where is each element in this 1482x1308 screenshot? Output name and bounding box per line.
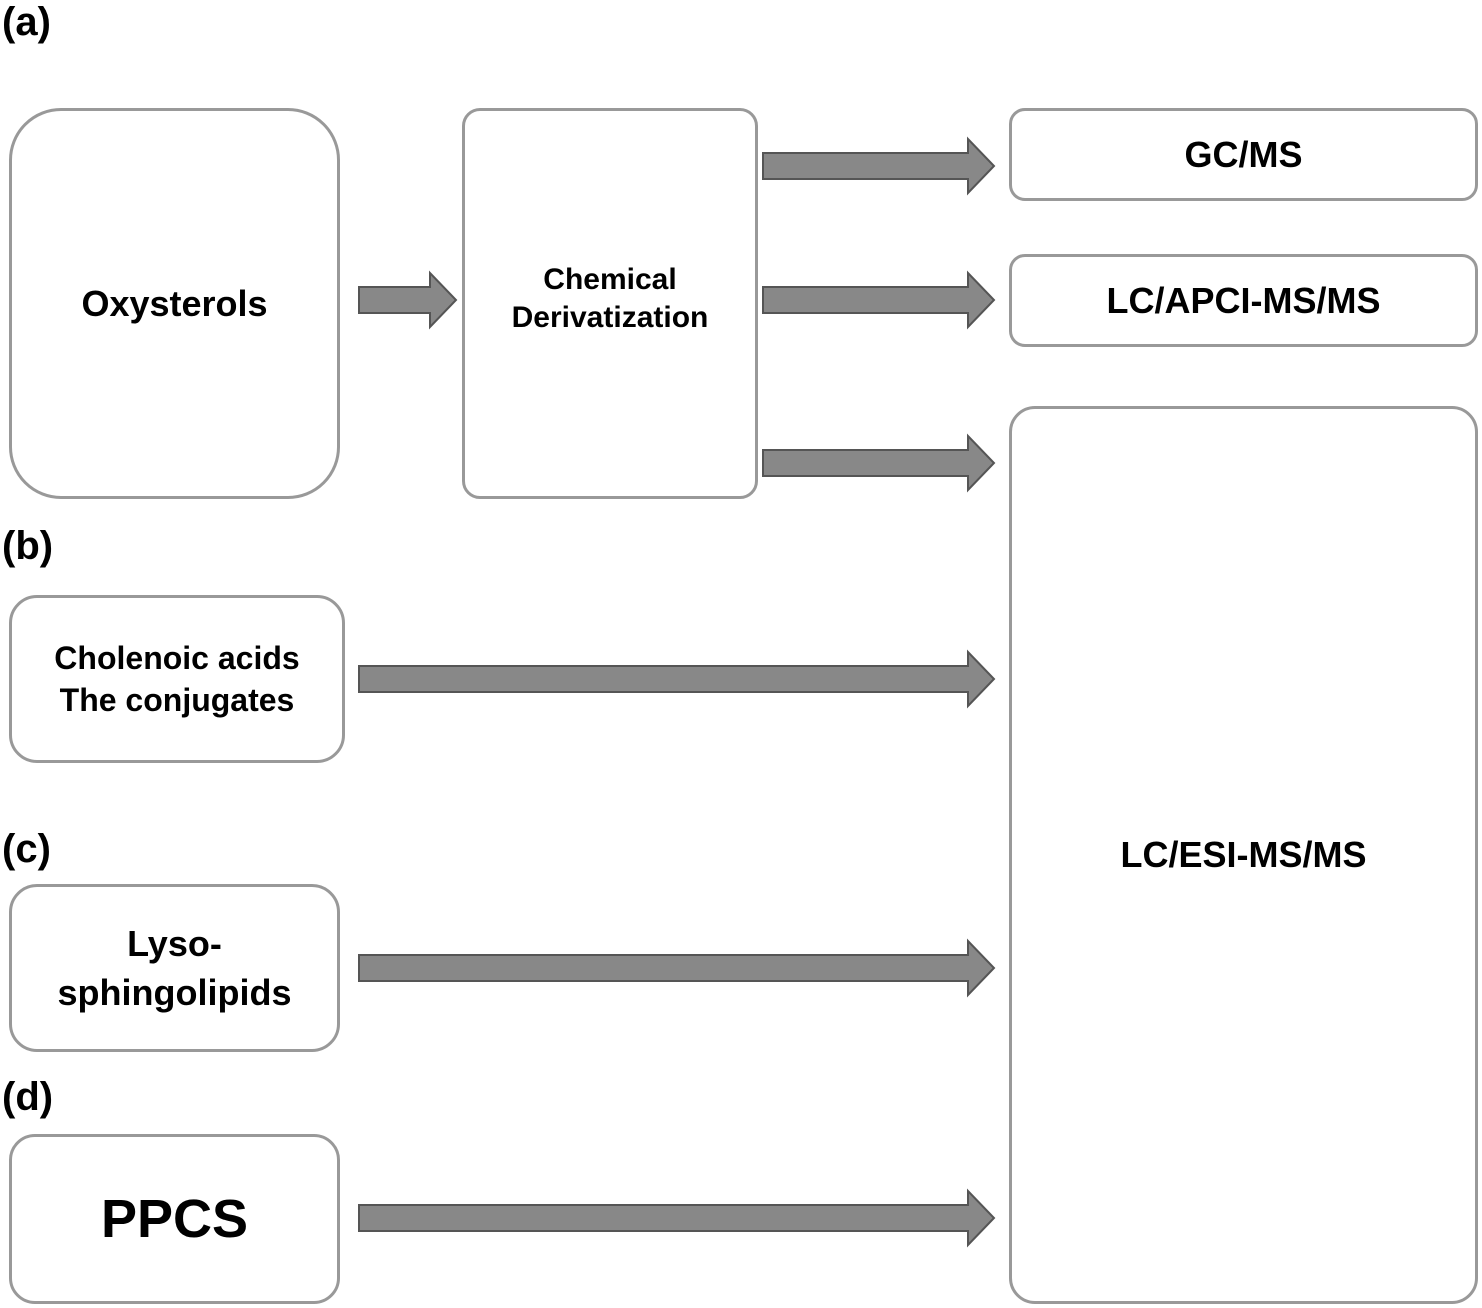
panel-label-d: (d) bbox=[2, 1075, 54, 1119]
panel-label-b: (b) bbox=[2, 524, 54, 568]
node-chemical-derivatization: Chemical Derivatization bbox=[462, 108, 758, 499]
node-oxysterols-label: Oxysterols bbox=[81, 282, 268, 324]
node-cholenoic-label: Cholenoic acids The conjugates bbox=[54, 640, 300, 718]
node-chemical-derivatization-label: Chemical Derivatization bbox=[511, 262, 709, 334]
node-oxysterols: Oxysterols bbox=[9, 108, 340, 499]
node-cholenoic: Cholenoic acids The conjugates bbox=[9, 595, 345, 763]
node-gc-ms-label: GC/MS bbox=[1184, 133, 1303, 175]
node-lyso: Lyso- sphingolipids bbox=[9, 884, 340, 1052]
arrow-ppcs-to-lc-esi bbox=[358, 1188, 996, 1248]
arrow-lyso-to-lc-esi bbox=[358, 938, 996, 998]
panel-label-a: (a) bbox=[2, 0, 51, 44]
node-lc-apci: LC/APCI-MS/MS bbox=[1009, 254, 1478, 347]
node-ppcs: PPCS bbox=[9, 1134, 340, 1304]
node-lc-apci-label: LC/APCI-MS/MS bbox=[1106, 279, 1381, 321]
node-ppcs-label: PPCS bbox=[100, 1189, 249, 1249]
panel-label-c: (c) bbox=[2, 827, 51, 871]
node-lyso-label: Lyso- sphingolipids bbox=[57, 923, 292, 1013]
arrow-oxysterols-to-chemical-derivatization bbox=[358, 270, 458, 330]
node-lc-esi-label: LC/ESI-MS/MS bbox=[1120, 834, 1367, 875]
arrow-cholenoic-to-lc-esi bbox=[358, 649, 996, 709]
arrow-chemical-derivatization-to-lc-esi bbox=[762, 433, 996, 493]
node-gc-ms: GC/MS bbox=[1009, 108, 1478, 201]
arrow-chemical-derivatization-to-lc-apci bbox=[762, 270, 996, 330]
arrow-chemical-derivatization-to-gc-ms bbox=[762, 136, 996, 196]
node-lc-esi: LC/ESI-MS/MS bbox=[1009, 406, 1478, 1304]
